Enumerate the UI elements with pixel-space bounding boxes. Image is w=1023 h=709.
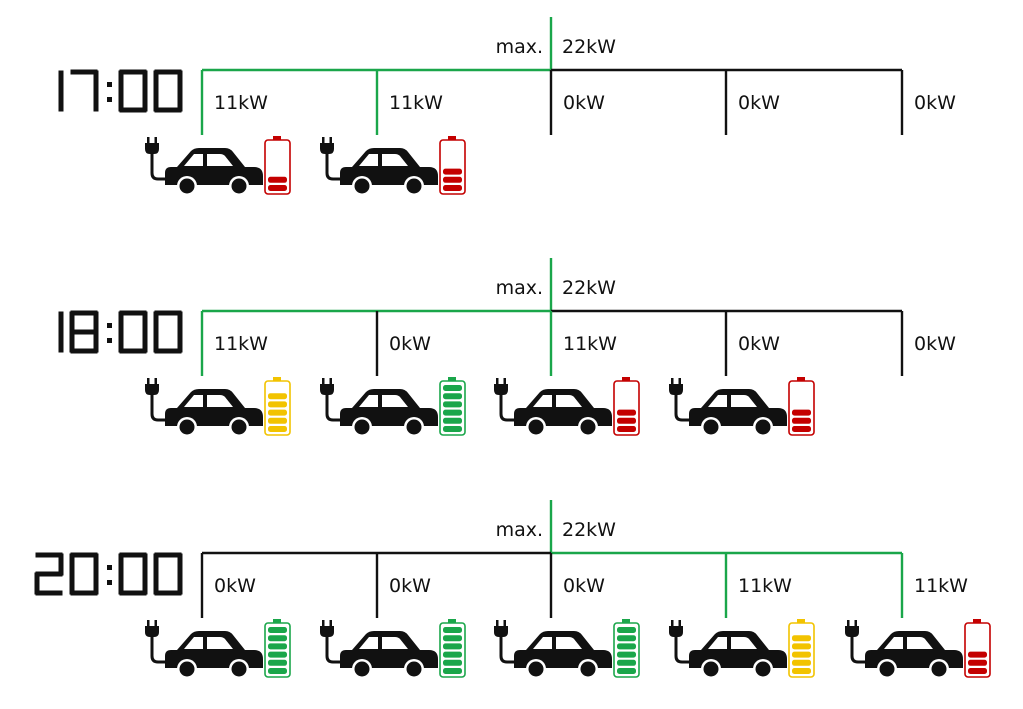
max-value: 22kW <box>562 277 616 299</box>
battery-icon: 3 <box>613 377 640 436</box>
station-power-label: 11kW <box>914 575 968 597</box>
charging-plug-icon <box>494 378 517 422</box>
charging-plug-icon <box>845 620 868 664</box>
station-power-label: 0kW <box>738 92 780 114</box>
charging-station-2: 0kW 6 <box>320 311 466 437</box>
clock-time: 20:00 <box>34 552 183 596</box>
max-label: max. <box>496 519 543 541</box>
charging-station-3: 11kW 3 <box>494 311 640 437</box>
car-icon <box>165 389 263 437</box>
charging-station-5: 0kW <box>900 70 956 135</box>
station-power-label: 0kW <box>214 575 256 597</box>
station-power-label: 0kW <box>389 333 431 355</box>
clock-time: 18:00 <box>58 310 183 354</box>
car-icon <box>340 148 438 196</box>
station-power-label: 11kW <box>389 92 443 114</box>
battery-icon: 3 <box>439 136 466 195</box>
station-power-label: 0kW <box>563 575 605 597</box>
max-value: 22kW <box>562 519 616 541</box>
car-icon <box>689 389 787 437</box>
charging-plug-icon <box>669 378 692 422</box>
battery-icon: 3 <box>964 619 991 678</box>
station-power-label: 0kW <box>738 333 780 355</box>
charging-station-5: 0kW <box>900 311 956 376</box>
battery-icon: 6 <box>613 619 640 678</box>
battery-icon: 5 <box>264 377 291 436</box>
panel-1800: max. 22kW 11kW 5 0kW 6 11kW 3 0kW 3 0kW <box>145 258 956 437</box>
battery-icon: 2 <box>264 136 291 195</box>
charging-station-2: 11kW 3 <box>320 70 466 196</box>
charging-plug-icon <box>145 378 168 422</box>
station-power-label: 0kW <box>914 92 956 114</box>
charging-plug-icon <box>145 137 168 181</box>
max-label: max. <box>496 277 543 299</box>
charging-plug-icon <box>669 620 692 664</box>
charging-plug-icon <box>145 620 168 664</box>
station-power-label: 0kW <box>563 92 605 114</box>
battery-icon: 6 <box>439 619 466 678</box>
car-icon <box>165 148 263 196</box>
charging-station-1: 0kW 6 <box>145 553 291 679</box>
panel-2000: max. 22kW 0kW 6 0kW 6 0kW 6 11kW 5 11kW 3 <box>145 500 991 679</box>
car-icon <box>340 389 438 437</box>
max-label: max. <box>496 36 543 58</box>
car-icon <box>689 631 787 679</box>
battery-icon: 3 <box>788 377 815 436</box>
charging-station-5: 11kW 3 <box>845 553 991 679</box>
station-power-label: 11kW <box>563 333 617 355</box>
charging-station-1: 11kW 2 <box>145 70 291 196</box>
car-icon <box>514 631 612 679</box>
charging-plug-icon <box>320 620 343 664</box>
battery-icon: 6 <box>264 619 291 678</box>
car-icon <box>165 631 263 679</box>
car-icon <box>340 631 438 679</box>
clock-time: 17:00 <box>58 69 183 113</box>
charging-station-4: 11kW 5 <box>669 553 815 679</box>
station-power-label: 0kW <box>914 333 956 355</box>
max-value: 22kW <box>562 36 616 58</box>
car-icon <box>865 631 963 679</box>
charging-station-4: 0kW 3 <box>669 311 815 437</box>
charging-station-3: 0kW 6 <box>494 553 640 679</box>
station-power-label: 11kW <box>738 575 792 597</box>
charging-station-4: 0kW <box>724 70 780 135</box>
charging-station-2: 0kW 6 <box>320 553 466 679</box>
charging-station-1: 11kW 5 <box>145 311 291 437</box>
panel-1700: max. 22kW 11kW 2 11kW 3 0kW 0kW 0kW <box>145 17 956 196</box>
station-power-label: 11kW <box>214 333 268 355</box>
car-icon <box>514 389 612 437</box>
station-power-label: 11kW <box>214 92 268 114</box>
charging-station-3: 0kW <box>549 70 605 135</box>
battery-icon: 6 <box>439 377 466 436</box>
battery-icon: 5 <box>788 619 815 678</box>
charging-plug-icon <box>320 137 343 181</box>
charging-plug-icon <box>494 620 517 664</box>
station-power-label: 0kW <box>389 575 431 597</box>
charging-plug-icon <box>320 378 343 422</box>
